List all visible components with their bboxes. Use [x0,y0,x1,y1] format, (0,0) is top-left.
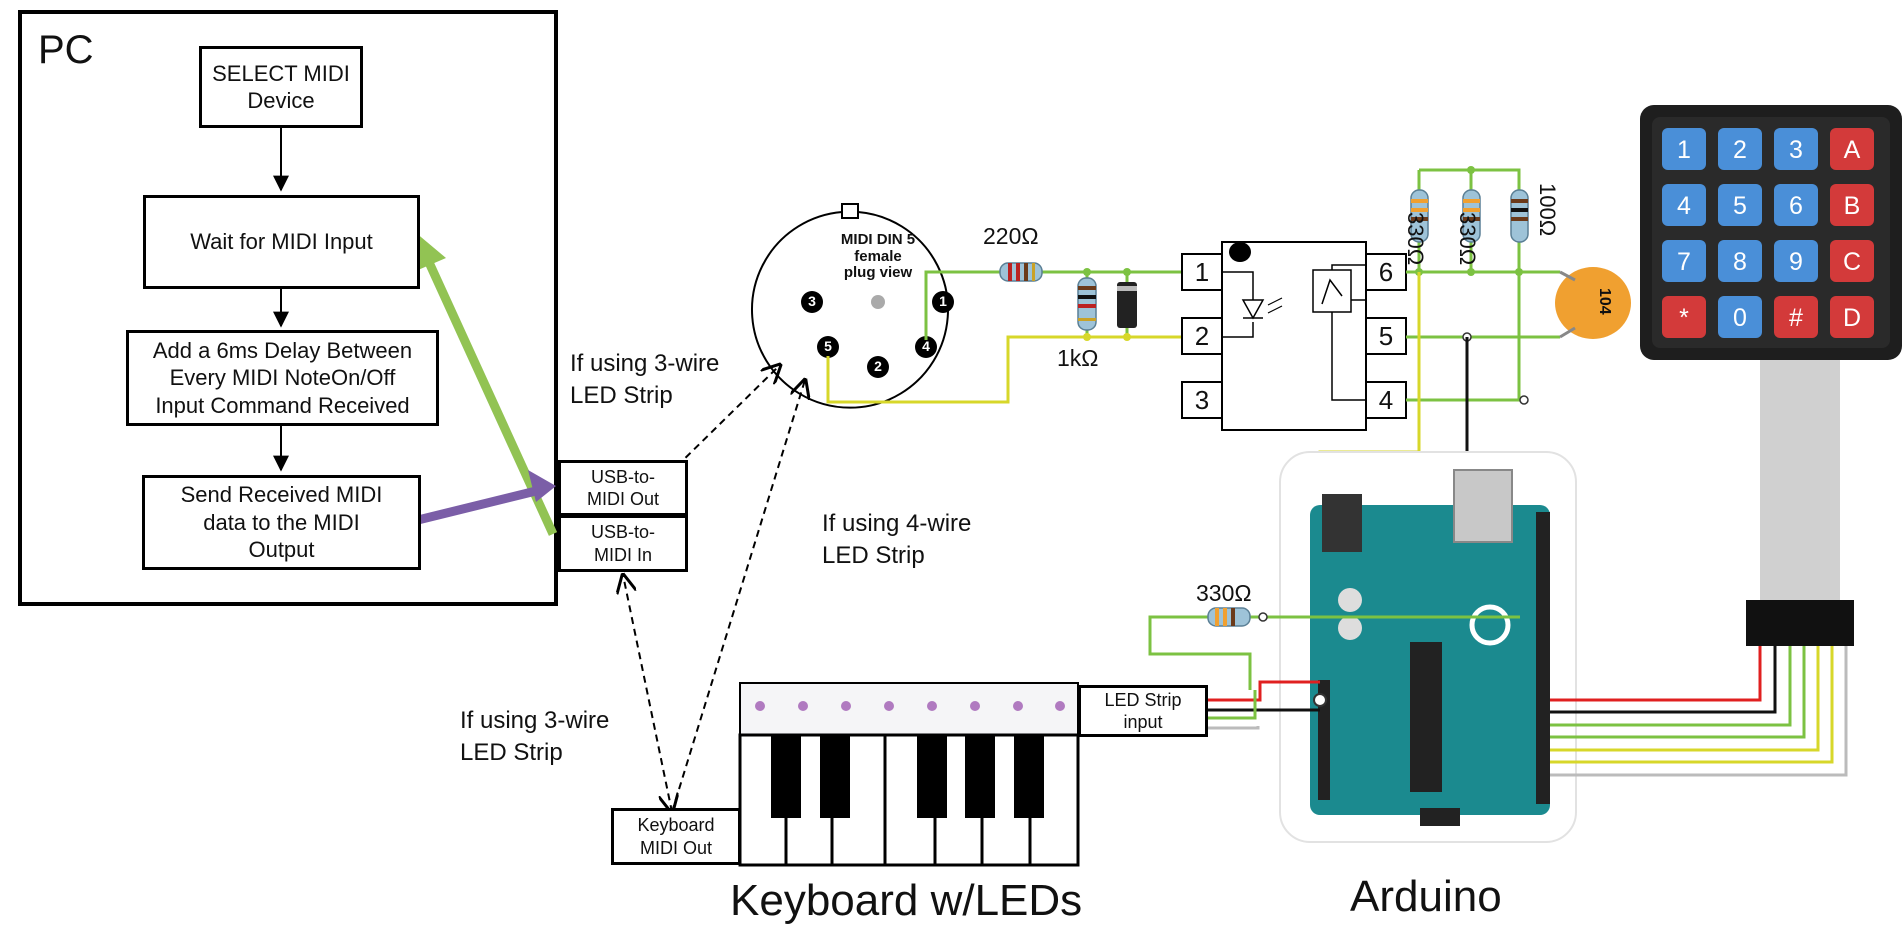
opto-pin-1: 1 [1182,257,1222,288]
opto-pin-6: 6 [1366,257,1406,288]
din-pin-1-label: 1 [937,293,949,309]
opto-pin-4: 4 [1366,385,1406,416]
arduino-board [1280,452,1576,842]
keypad-key-label: 6 [1789,192,1803,220]
din-pin-4-label: 4 [920,338,932,354]
keypad-ribbon [1746,355,1854,646]
flow-step-send-output: Send Received MIDI data to the MIDI Outp… [142,475,421,570]
flow-step-wait-input: Wait for MIDI Input [143,195,420,289]
resistor-330b-label: 330Ω [1454,212,1480,265]
purple-arrow [418,490,540,520]
diode [1117,282,1137,328]
resistor-330-arduino [1208,608,1250,626]
keypad-key-label: 4 [1677,192,1691,220]
keypad-key-label: 9 [1789,248,1803,276]
wire-led-gray [1207,726,1258,728]
caption-arduino: Arduino [1350,872,1502,922]
din-pin-3-label: 3 [806,293,818,309]
resistor-220 [1000,263,1042,281]
keypad-key-label: 5 [1733,192,1747,220]
midi-din-label: MIDI DIN 5 female plug view [830,232,926,282]
keypad-key-label: B [1844,192,1861,220]
keypad-key-label: 7 [1677,248,1691,276]
keyboard-midi-out-port: Keyboard MIDI Out [611,808,741,865]
wire-330-arduino [1150,617,1258,690]
usb-midi-out-port: USB-to- MIDI Out [558,460,688,516]
keyboard [740,683,1078,865]
resistor-1k-label: 1kΩ [1057,345,1099,372]
keypad-key-label: * [1679,304,1689,332]
capacitor-label: 104 [1595,288,1613,315]
capacitor-104 [1555,267,1631,339]
opto-pin-3: 3 [1182,385,1222,416]
led-strip-input-port: LED Strip input [1078,685,1208,737]
usb-midi-in-port: USB-to- MIDI In [558,515,688,572]
resistor-220-label: 220Ω [983,223,1039,250]
pc-title: PC [38,28,94,73]
opto-pin-2: 2 [1182,321,1222,352]
keypad-key-label: 3 [1789,136,1803,164]
resistor-1k [1078,278,1096,330]
note-3wire-bottom: If using 3-wire LED Strip [460,705,609,770]
keypad-key-label: 1 [1677,136,1691,164]
caption-keyboard: Keyboard w/LEDs [730,876,1082,926]
din-pin-2-label: 2 [872,358,884,374]
resistor-330-arduino-label: 330Ω [1196,580,1252,607]
resistor-100-label: 100Ω [1534,183,1560,236]
wire-led-green [1207,690,1255,718]
dashed-link-keyboard-to-usb-in [623,575,672,812]
keypad-key-label: C [1843,248,1861,276]
note-4wire: If using 4-wire LED Strip [822,508,971,573]
note-3wire-top: If using 3-wire LED Strip [570,348,719,413]
keypad-key-label: # [1789,304,1803,332]
din-pin-5-label: 5 [822,338,834,354]
keypad-key-label: 0 [1733,304,1747,332]
flow-step-select-device: SELECT MIDI Device [199,46,363,128]
keypad-key-label: 2 [1733,136,1747,164]
keypad-key-label: A [1844,136,1861,164]
opto-pin-5: 5 [1366,321,1406,352]
keypad-key-label: D [1843,304,1861,332]
keypad-key-label: 8 [1733,248,1747,276]
flow-step-add-delay: Add a 6ms Delay Between Every MIDI NoteO… [126,330,439,426]
